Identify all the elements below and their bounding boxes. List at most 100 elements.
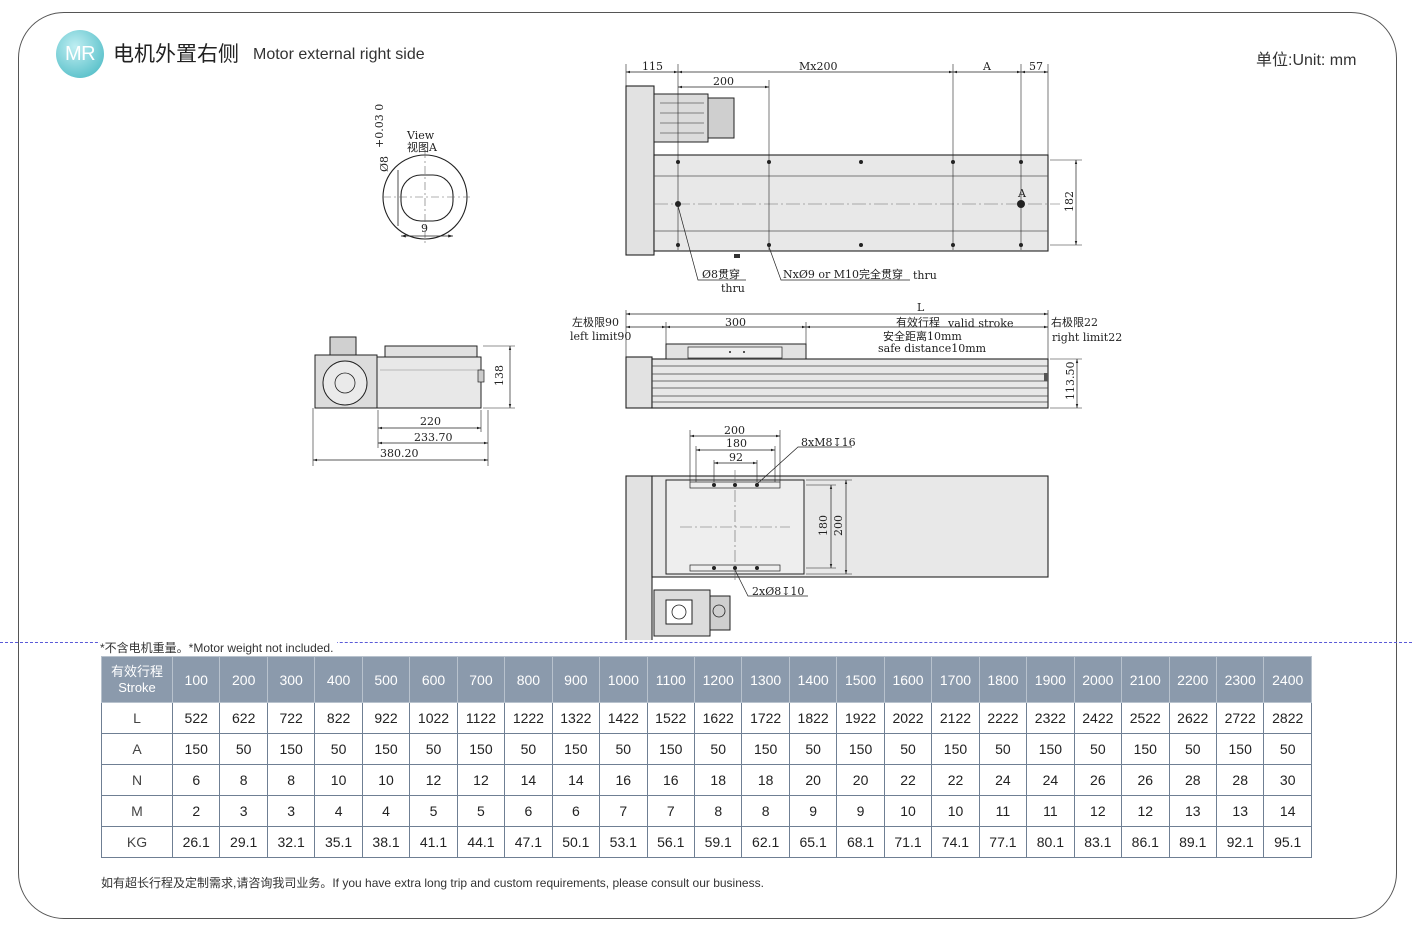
view-a-phi: Ø8 [378,156,391,172]
stroke-header-value: 2400 [1263,656,1312,703]
view-a-tol: +0.03 0 [373,104,386,148]
table-cell: 20 [836,764,885,796]
row-label: N [101,764,173,796]
carriage-dim-180v: 180 [817,515,830,536]
table-cell: 50 [1073,733,1123,765]
label-a: A [1017,187,1027,200]
stroke-header-cell: 有效行程 Stroke [101,656,173,703]
table-cell: 20 [788,764,838,796]
page-frame [18,12,1397,919]
stroke-header-value: 800 [504,656,553,703]
table-cell: 14 [1263,795,1312,827]
table-cell: 24 [978,764,1028,796]
table-cell: 10 [361,764,411,796]
view-a: View 视图A Ø8 +0.03 0 9 [373,104,470,245]
table-cell: 41.1 [409,826,458,858]
table-cell: 1222 [504,702,553,734]
stroke-header-value: 1100 [646,656,695,703]
carriage-view: 200 180 92 8xM8↧16 180 200 2xØ8↧10 [625,424,1049,640]
table-cell: 4 [361,795,411,827]
table-cell: 1122 [456,702,506,734]
table-cell: 2722 [1215,702,1265,734]
table-cell: 16 [646,764,695,796]
stroke-header-value: 2000 [1073,656,1123,703]
table-cell: 150 [361,733,411,765]
dim-a: A [982,60,992,73]
stroke-header-value: 1200 [693,656,743,703]
row-label: L [101,702,173,734]
dim-57: 57 [1029,60,1043,73]
table-cell: 1022 [409,702,458,734]
top-view: 115 Mx200 A 57 200 A 182 Ø8贯穿 thru NxØ9 … [625,60,1082,295]
dim-220: 220 [420,415,441,428]
table-cell: 50 [978,733,1028,765]
dim-380-20: 380.20 [380,447,419,460]
table-cell: 9 [788,795,838,827]
holes-phi8-label: 2xØ8↧10 [752,585,804,598]
table-cell: 6 [504,795,553,827]
table-cell: 3 [219,795,268,827]
dim-l: L [917,301,925,314]
stroke-header-value: 1700 [931,656,980,703]
table-cell: 1922 [836,702,885,734]
table-cell: 50 [599,733,648,765]
table-cell: 12 [409,764,458,796]
table-cell: 18 [741,764,790,796]
row-label: M [101,795,173,827]
table-cell: 71.1 [883,826,933,858]
table-cell: 50 [219,733,268,765]
table-cell: 1622 [693,702,743,734]
stroke-header-value: 2300 [1215,656,1265,703]
table-cell: 47.1 [504,826,553,858]
stroke-header-value: 700 [456,656,506,703]
table-cell: 1522 [646,702,695,734]
side-view: L 300 左极限90 left limit90 有效行程 valid stro… [570,301,1122,409]
valid-stroke-en: valid stroke [947,317,1013,330]
stroke-header-value: 500 [361,656,411,703]
table-cell: 12 [1073,795,1123,827]
table-cell: 26 [1073,764,1123,796]
view-a-title-en: View [406,129,435,142]
table-cell: 150 [266,733,316,765]
table-cell: 9 [836,795,885,827]
table-cell: 50 [1168,733,1217,765]
hole-phi8-label: Ø8贯穿 [702,267,740,281]
table-cell: 6 [171,764,221,796]
stroke-header-value: 1300 [741,656,790,703]
safe-distance-cn: 安全距离10mm [883,329,962,343]
table-cell: 7 [599,795,648,827]
table-cell: 8 [741,795,790,827]
table-cell: 50 [693,733,743,765]
table-cell: 11 [1026,795,1075,827]
table-cell: 4 [314,795,363,827]
table-cell: 2122 [931,702,980,734]
row-label: A [101,733,173,765]
table-cell: 22 [931,764,980,796]
carriage-dim-180: 180 [726,437,747,450]
table-cell: 150 [551,733,601,765]
hole-nx-en: thru [913,269,937,282]
table-cell: 38.1 [361,826,411,858]
table-cell: 18 [693,764,743,796]
table-cell: 2622 [1168,702,1217,734]
table-cell: 5 [409,795,458,827]
table-cell: 2322 [1026,702,1075,734]
table-cell: 80.1 [1026,826,1075,858]
table-cell: 89.1 [1168,826,1217,858]
dim-182: 182 [1063,191,1076,212]
table-cell: 150 [456,733,506,765]
stroke-header-cn: 有效行程 [110,663,163,679]
weight-note: *不含电机重量。*Motor weight not included. [100,639,338,656]
table-cell: 150 [931,733,980,765]
table-cell: 6 [551,795,601,827]
table-cell: 95.1 [1263,826,1312,858]
table-cell: 35.1 [314,826,363,858]
table-cell: 62.1 [741,826,790,858]
table-cell: 14 [551,764,601,796]
holes-m8-label: 8xM8↧16 [801,436,856,449]
carriage-dim-200v: 200 [832,515,845,536]
table-cell: 26 [1121,764,1170,796]
